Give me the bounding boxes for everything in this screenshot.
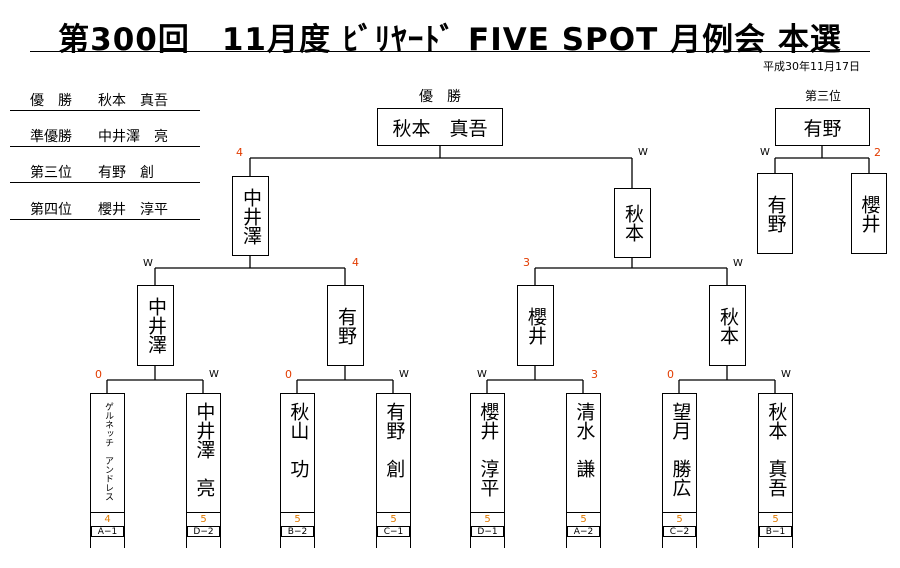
result-name: 櫻井 淳平 [98,202,168,218]
result-label: 準優勝 [30,129,72,145]
champion-box: 秋本 真吾 [377,108,503,146]
semi-box-4: 秋本 [709,285,746,366]
page-title: 第300回 11月度 ﾋﾞﾘﾔｰﾄﾞ FIVE SPOT 月例会 本選 [58,22,842,58]
player-box: 有野 創 5 C−1 [376,393,411,548]
player-score: 5 [567,512,600,527]
r1-mark: 0 [285,368,292,381]
player-name: 清水 謙 [573,402,596,478]
finalist-left-box: 中井澤 [232,176,269,256]
semi-left-score: 4 [352,256,359,269]
player-seed: B−2 [281,526,314,537]
player-score: 5 [663,512,696,527]
r1-mark: 0 [95,368,102,381]
result-name: 中井澤 亮 [98,129,168,145]
result-label: 優 勝 [30,93,72,109]
player-seed: B−1 [759,526,792,537]
r1-mark: W [477,369,487,380]
semi-right-score: 3 [523,256,530,269]
semi-box-3: 櫻井 [517,285,554,366]
player-box: 櫻井 淳平 5 D−1 [470,393,505,548]
player-score: 4 [91,512,124,527]
finalist-right-box: 秋本 [614,188,651,258]
result-row-champion: 優 勝 秋本 真吾 [10,88,200,111]
player-score: 5 [471,512,504,527]
third-right-box: 櫻井 [851,173,887,254]
third-left-mark: W [760,147,770,158]
third-place-caption: 第三位 [804,89,841,103]
semi-box-1: 中井澤 [137,285,174,366]
semi-left-mark: W [143,258,153,269]
result-label: 第三位 [30,165,72,181]
player-name: 望月 勝広 [669,402,692,497]
player-seed: A−1 [91,526,124,537]
result-row-runner-up: 準優勝 中井澤 亮 [10,124,200,147]
player-name: 秋山 功 [287,402,310,478]
r1-mark: 3 [591,368,598,381]
player-box: 秋本 真吾 5 B−1 [758,393,793,548]
final-right-mark: W [638,147,648,158]
player-name: ゲルネッチ アンドレス [103,402,114,501]
champion-caption: 優 勝 [419,89,461,105]
player-box: 清水 謙 5 A−2 [566,393,601,548]
player-score: 5 [759,512,792,527]
player-seed: A−2 [567,526,600,537]
result-name: 有野 創 [98,165,154,181]
final-left-score: 4 [236,146,243,159]
player-score: 5 [281,512,314,527]
player-name: 中井澤 亮 [193,402,216,497]
title-underline [30,51,870,52]
player-name: 秋本 真吾 [765,402,788,497]
result-row-third: 第三位 有野 創 [10,160,200,183]
r1-mark: W [781,369,791,380]
event-date: 平成30年11月17日 [763,60,860,73]
r1-mark: 0 [667,368,674,381]
player-seed: C−1 [377,526,410,537]
player-seed: D−1 [471,526,504,537]
third-place-winner-box: 有野 [775,108,870,146]
player-box: 望月 勝広 5 C−2 [662,393,697,548]
player-score: 5 [377,512,410,527]
player-box: 中井澤 亮 5 D−2 [186,393,221,548]
player-box: ゲルネッチ アンドレス 4 A−1 [90,393,125,548]
player-seed: D−2 [187,526,220,537]
player-name: 櫻井 淳平 [477,402,500,497]
player-box: 秋山 功 5 B−2 [280,393,315,548]
player-name: 有野 創 [383,402,406,478]
player-score: 5 [187,512,220,527]
third-left-box: 有野 [757,173,793,254]
third-right-score: 2 [874,146,881,159]
semi-box-2: 有野 [327,285,364,366]
result-label: 第四位 [30,202,72,218]
result-name: 秋本 真吾 [98,93,168,109]
result-row-fourth: 第四位 櫻井 淳平 [10,197,200,220]
r1-mark: W [399,369,409,380]
player-seed: C−2 [663,526,696,537]
r1-mark: W [209,369,219,380]
semi-right-mark: W [733,258,743,269]
